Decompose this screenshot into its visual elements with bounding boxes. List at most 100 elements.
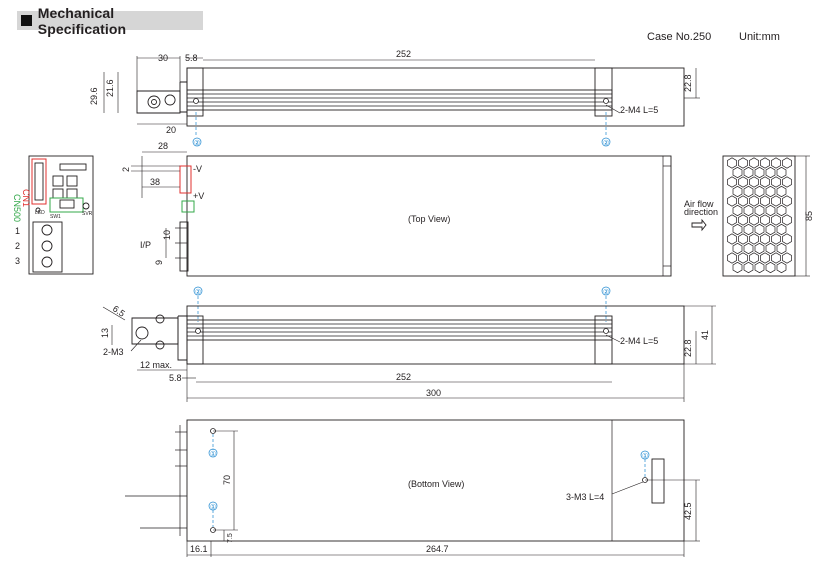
vent-hole	[732, 166, 743, 179]
ip-label: I/P	[140, 240, 151, 250]
airflow-panel: Air flow direction 85	[684, 155, 814, 277]
bottom-view-label: (Bottom View)	[408, 479, 464, 489]
connector-panel: CN1 CN500 LED SW1 SVR 1 2 3	[12, 155, 94, 275]
pin-1: 1	[15, 226, 20, 236]
case-number: Case No.250	[647, 31, 712, 43]
pos-v-label: +V	[193, 191, 204, 201]
vent-hole	[776, 242, 787, 255]
vent-hole	[743, 185, 754, 198]
vent-hole	[743, 166, 754, 179]
dim-30: 30	[158, 53, 168, 63]
vent-hole	[738, 214, 748, 226]
vent-hole	[732, 223, 743, 236]
vent-hole	[738, 157, 748, 169]
vent-hole	[743, 204, 754, 217]
pin-3: 3	[15, 256, 20, 266]
vent-hole	[782, 176, 792, 188]
vent-hole	[765, 242, 776, 255]
dim-300: 300	[426, 388, 441, 398]
bottom-view: ① ① ① 70 7.5 16.1 264.7 42.5 3-M3 L=4 (B…	[125, 419, 700, 557]
vent-hole	[771, 195, 781, 207]
side-view-top: 30 5.8 252 29.6 21.6 22.8 20 2-M4 L=5 ② …	[89, 49, 700, 147]
vent-hole	[760, 157, 770, 169]
marker-2-b: ②	[603, 139, 609, 147]
marker-1-a: ①	[210, 450, 216, 458]
vent-hole	[732, 242, 743, 255]
top-view-label: (Top View)	[408, 214, 450, 224]
dim-22-8-top: 22.8	[683, 74, 693, 92]
vent-hole	[754, 242, 765, 255]
vent-hole	[782, 195, 792, 207]
vent-hole	[754, 166, 765, 179]
dim-6-5: 6.5	[111, 303, 127, 318]
vent-hole	[760, 176, 770, 188]
cn1-label: CN1	[21, 189, 31, 207]
vent-hole	[727, 157, 737, 169]
sw1-label: SW1	[50, 214, 61, 220]
vent-hole	[765, 261, 776, 274]
vent-hole	[760, 195, 770, 207]
led-label: LED	[35, 210, 45, 216]
dim-264-7: 264.7	[426, 544, 449, 554]
vent-hole	[727, 176, 737, 188]
vent-hole	[754, 204, 765, 217]
vent-hole	[727, 214, 737, 226]
vent-hole	[727, 252, 737, 264]
vent-hole	[776, 223, 787, 236]
marker-2-a: ②	[194, 139, 200, 147]
honeycomb-pattern	[727, 157, 792, 274]
vent-hole	[760, 252, 770, 264]
dim-85: 85	[804, 211, 814, 221]
dim-252: 252	[396, 49, 411, 59]
dim-28: 28	[158, 141, 168, 151]
marker-1-b: ①	[210, 503, 216, 511]
unit-label: Unit:mm	[739, 31, 780, 43]
vent-hole	[782, 252, 792, 264]
vent-hole	[738, 233, 748, 245]
side-view-bottom: ② ② 6.5 13 2-M3 12 max. 5.8 252 300	[100, 286, 716, 402]
neg-v-label: -V	[193, 164, 202, 174]
section-title-bar: Mechanical Specification	[17, 5, 203, 37]
vent-hole	[743, 261, 754, 274]
dim-38: 38	[150, 177, 160, 187]
vent-hole	[749, 195, 759, 207]
mount-m4-bottom: 2-M4 L=5	[620, 336, 658, 346]
dim-5-8: 5.8	[185, 53, 198, 63]
vent-hole	[754, 261, 765, 274]
mount-m4-top: 2-M4 L=5	[620, 105, 658, 115]
airflow-line1: Air flow	[684, 199, 714, 209]
marker-1-c: ①	[642, 452, 648, 460]
vent-hole	[754, 185, 765, 198]
vent-hole	[760, 214, 770, 226]
vent-hole	[760, 233, 770, 245]
dim-22-8-bottom: 22.8	[683, 339, 693, 357]
dim-41: 41	[700, 330, 710, 340]
dim-16-1: 16.1	[190, 544, 208, 554]
vent-hole	[749, 176, 759, 188]
vent-hole	[782, 233, 792, 245]
dim-70: 70	[222, 475, 232, 485]
vent-hole	[749, 252, 759, 264]
dim-7-5: 7.5	[227, 533, 234, 543]
vent-hole	[776, 185, 787, 198]
vent-hole	[754, 223, 765, 236]
vent-hole	[732, 261, 743, 274]
marker-2-d: ②	[603, 288, 609, 296]
dim-9: 9	[154, 260, 164, 265]
vent-hole	[776, 204, 787, 217]
vent-hole	[765, 166, 776, 179]
dim-5-8-bottom: 5.8	[169, 373, 182, 383]
vent-hole	[732, 185, 743, 198]
vent-hole	[771, 214, 781, 226]
vent-hole	[743, 223, 754, 236]
vent-hole	[776, 261, 787, 274]
mount-m3-side: 2-M3	[103, 347, 124, 357]
vent-hole	[727, 233, 737, 245]
vent-hole	[776, 166, 787, 179]
dim-12-max: 12 max.	[140, 360, 172, 370]
dim-42-5: 42.5	[683, 502, 693, 520]
vent-hole	[732, 204, 743, 217]
dim-13: 13	[100, 328, 110, 338]
cn500-label: CN500	[12, 194, 22, 222]
